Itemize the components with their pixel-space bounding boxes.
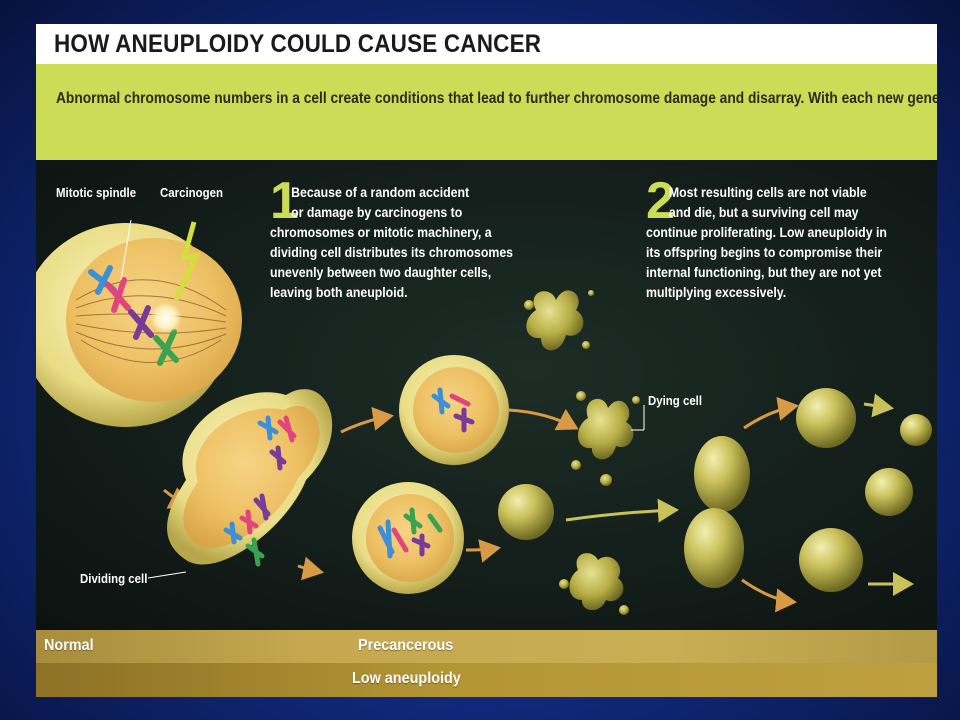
title-bar: HOW ANEUPLOIDY COULD CAUSE CANCER [36,24,937,64]
mitotic-spindle-label: Mitotic spindle [56,185,137,200]
aneuploidy-illustration [36,219,932,615]
offspring-cell-bottom [799,528,863,592]
slide: HOW ANEUPLOIDY COULD CAUSE CANCER Abnorm… [36,24,937,697]
step-2-line: Most resulting cells are not viable [668,184,867,200]
daughter-cell-bottom [352,482,464,594]
step-1-text: Because of a random accident or damage b… [270,182,513,302]
dividing-cell-label: Dividing cell [80,571,148,586]
carcinogen-bolt [173,221,201,302]
step-1-line: leaving both aneuploid. [270,284,408,300]
stage-bar-normal: Normal Precancerous [36,630,937,663]
step-2-line: multiplying excessively. [646,284,787,300]
dying-cell-3 [559,553,629,615]
step-2-text: Most resulting cells are not viable and … [646,182,887,302]
stage-precancerous-label: Precancerous [358,637,454,654]
surviving-cell [498,484,554,540]
dividing-cell [147,389,333,579]
step-2-line: continue proliferating. Low aneuploidy i… [646,224,887,240]
infographic-title: HOW ANEUPLOIDY COULD CAUSE CANCER [54,30,542,58]
step-1-line: Because of a random accident [291,184,470,200]
offspring-cell-right [865,468,913,516]
spindle-fibers [75,279,227,363]
step-2-number: 2 [646,172,675,230]
step-2-line: internal functioning, but they are not y… [646,264,882,280]
infographic-subtitle: Abnormal chromosome numbers in a cell cr… [56,90,937,107]
step-1-line: or damage by carcinogens to [291,204,463,220]
dying-cell-1 [524,290,594,351]
stage-normal-label: Normal [44,637,94,654]
step-1-number: 1 [270,172,299,230]
step-2-line: and die, but a surviving cell may [668,204,859,220]
subtitle-band: Abnormal chromosome numbers in a cell cr… [36,64,937,160]
normal-cell [36,219,242,427]
diagram-panel: Mitotic spindle Carcinogen Dividing cell… [36,160,937,630]
daughter-cell-top [399,355,509,465]
chromosomes-normal [88,265,179,366]
step-1-line: unevenly between two daughter cells, [270,264,492,280]
dying-cell-2 [571,391,645,486]
carcinogen-label: Carcinogen [160,185,223,200]
step-1-line: chromosomes or mitotic machinery, a [270,224,492,240]
proliferating-cell [684,436,750,588]
stage-bar-low-aneuploidy: Low aneuploidy [36,663,937,697]
offspring-cell-small [900,414,932,446]
step-1-line: dividing cell distributes its chromosome… [270,244,514,260]
offspring-cell-top [796,388,856,448]
dying-cell-label: Dying cell [648,393,703,408]
stage-low-aneuploidy-label: Low aneuploidy [352,670,461,687]
step-2-line: its offspring begins to compromise their [646,244,883,260]
